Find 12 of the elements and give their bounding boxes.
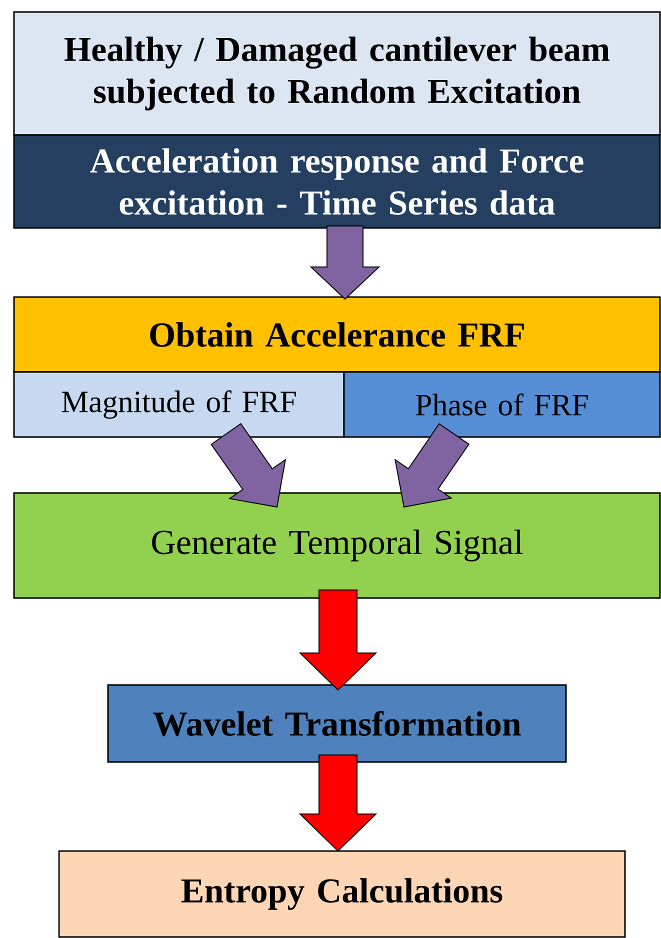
process-box: Generate Temporal Signal <box>13 492 661 599</box>
block-arrow <box>310 226 380 300</box>
process-box: Magnitude of FRF <box>13 371 345 438</box>
process-box: Obtain Accelerance FRF <box>13 296 661 373</box>
process-box: Wavelet Transformation <box>107 684 567 763</box>
block-arrow <box>298 590 378 691</box>
block-arrow <box>298 754 378 852</box>
block-arrow <box>210 423 286 508</box>
process-box: Entropy Calculations <box>58 850 626 938</box>
process-box: Phase of FRF <box>343 371 661 438</box>
process-box: Acceleration response and Force excitation - Time Series data <box>13 134 661 229</box>
process-box: Healthy / Damaged cantilever beam subjected to Random Excitation <box>13 11 661 136</box>
